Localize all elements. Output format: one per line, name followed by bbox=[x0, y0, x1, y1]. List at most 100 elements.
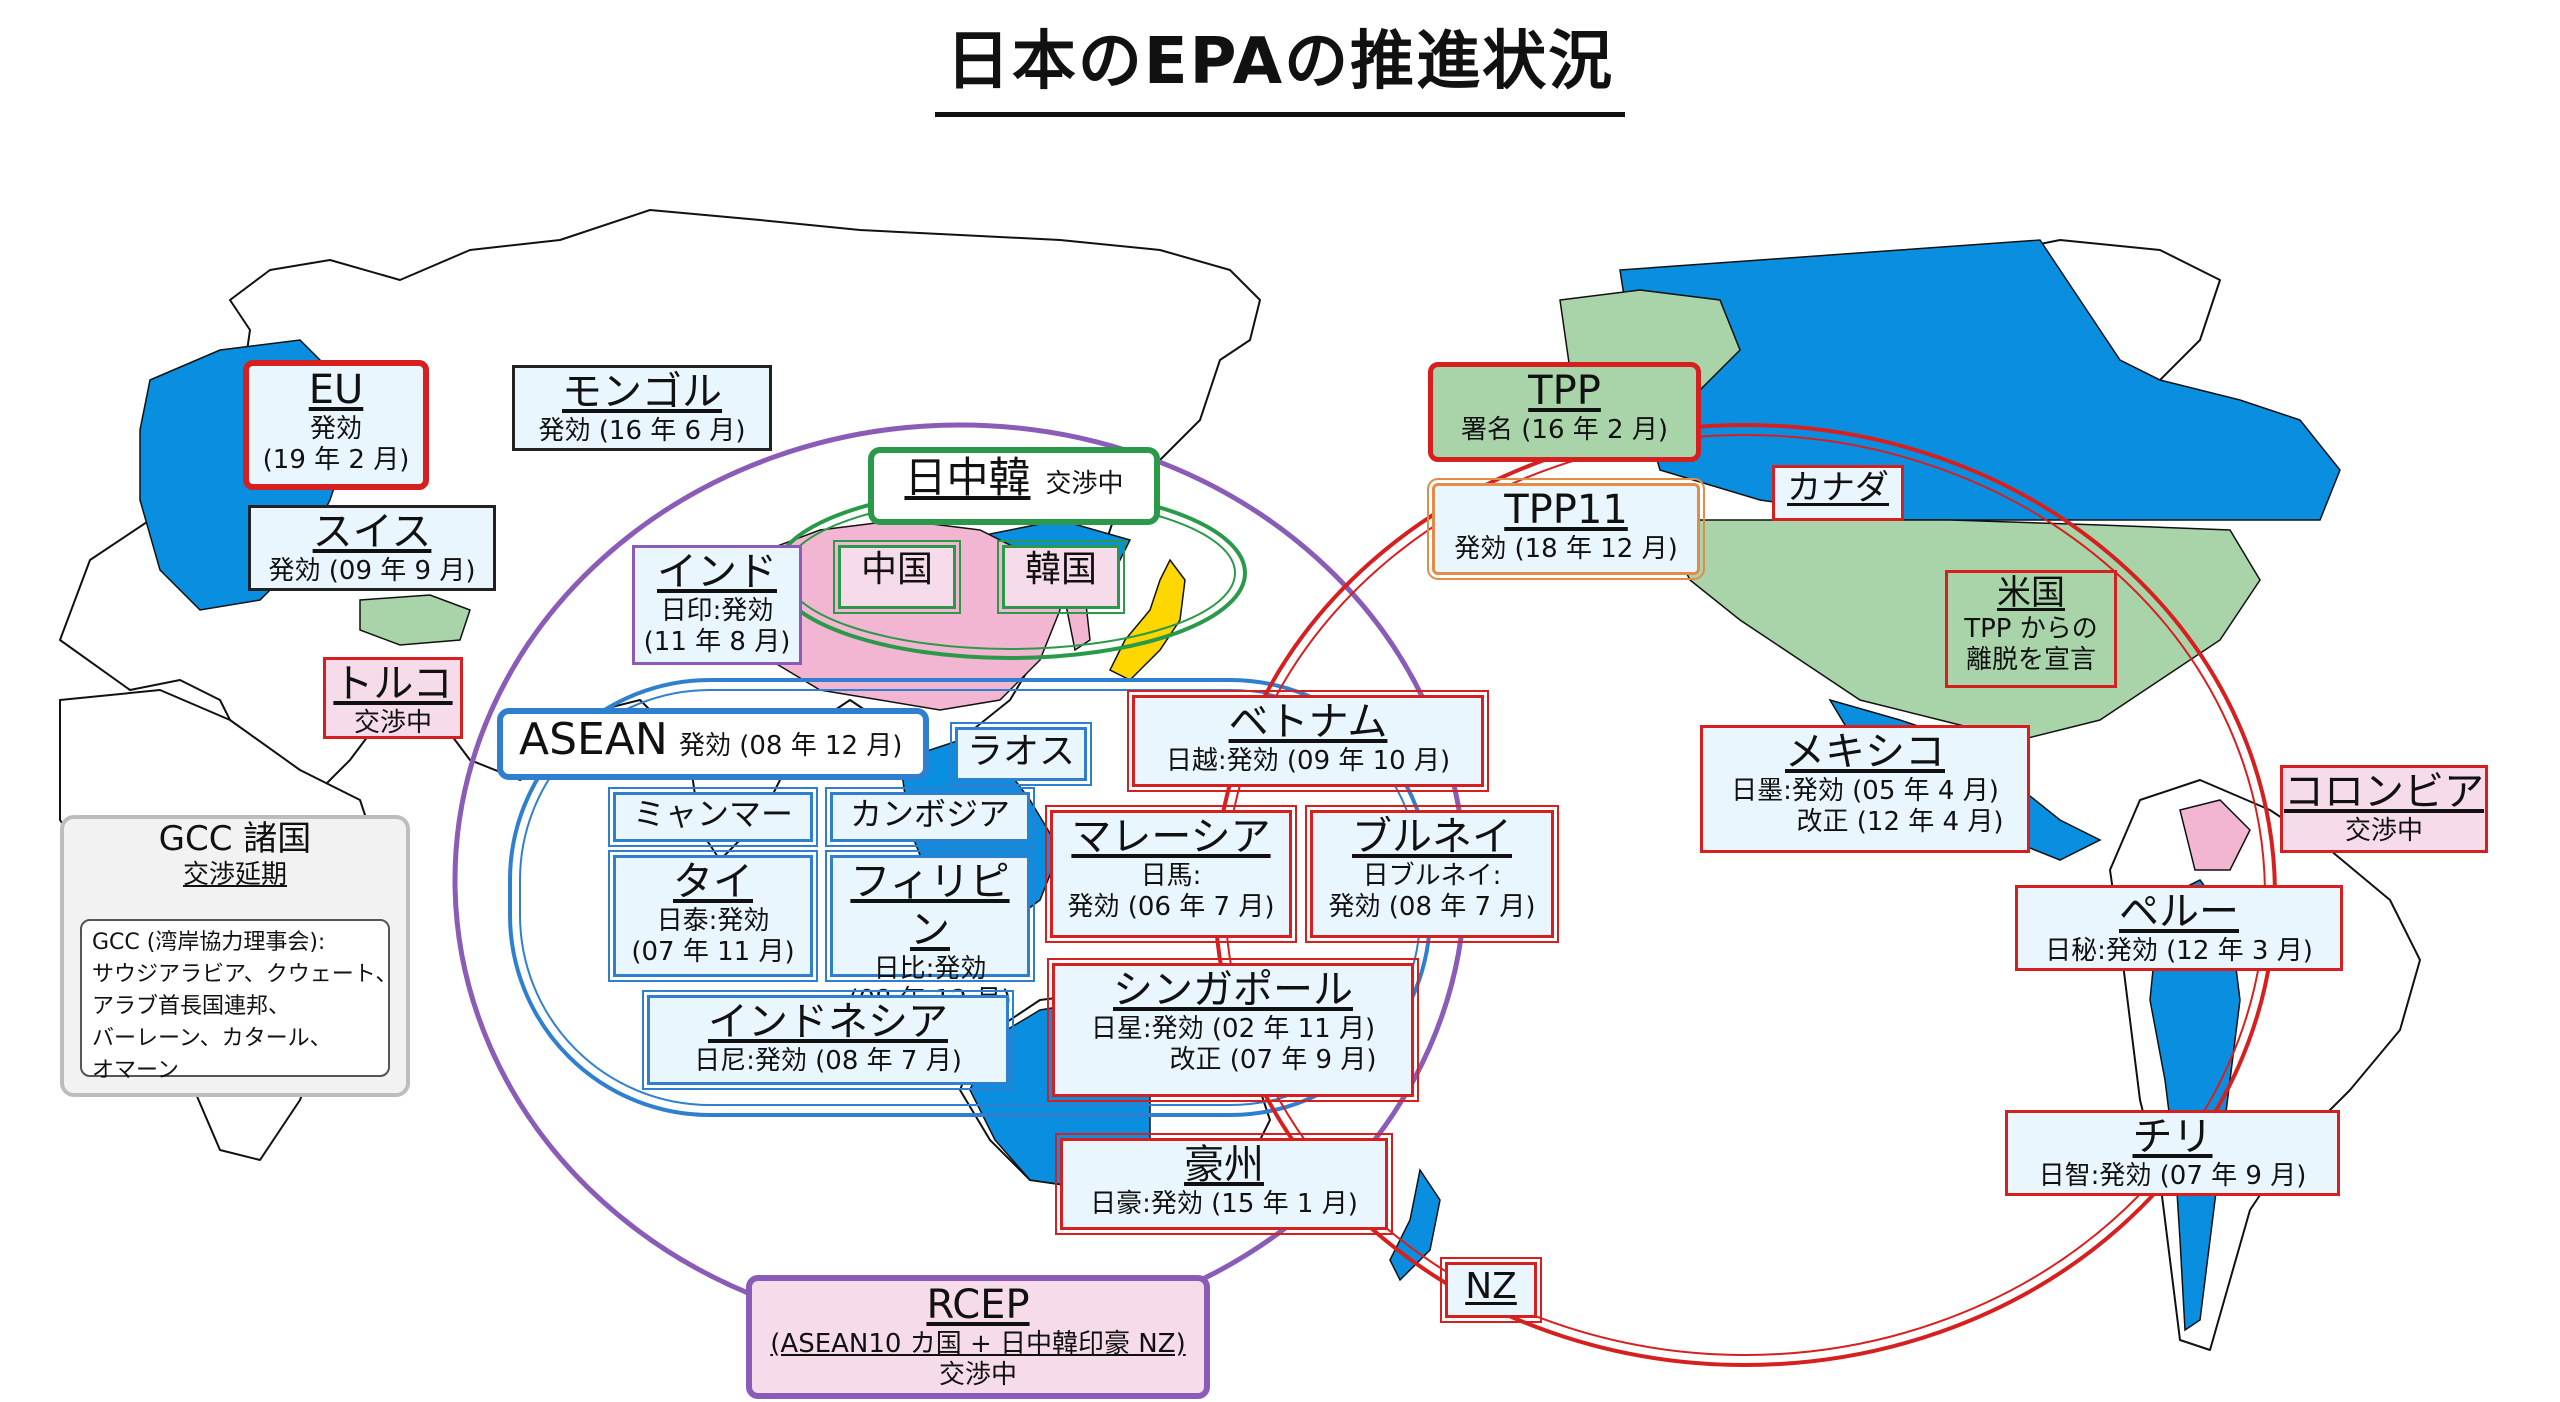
colombia-name: コロンビア bbox=[2284, 769, 2484, 815]
thailand-status: 日泰:発効 bbox=[656, 906, 770, 936]
india-date: (11 年 8 月) bbox=[643, 627, 791, 658]
label-india: インド 日印:発効 (11 年 8 月) bbox=[632, 545, 802, 665]
singapore-name: シンガポール bbox=[1113, 967, 1353, 1013]
philippines-status: 日比:発効 bbox=[873, 954, 987, 984]
tpp-name: TPP bbox=[1528, 368, 1601, 414]
label-cambodia: カンボジア bbox=[825, 787, 1035, 847]
rcep-status: 交渉中 bbox=[938, 1360, 1017, 1391]
gcc-line-5: オマーン bbox=[92, 1057, 179, 1083]
label-brunei: ブルネイ 日ブルネイ: 発効 (08 年 7 月) bbox=[1305, 805, 1559, 943]
label-indonesia: インドネシア 日尼:発効 (08 年 7 月) bbox=[642, 990, 1014, 1090]
label-swiss: スイス 発効 (09 年 9 月) bbox=[248, 505, 496, 591]
thailand-date: (07 年 11 月) bbox=[631, 937, 795, 968]
colombia-region bbox=[2179, 799, 2251, 871]
rcep-detail: (ASEAN10 カ国 + 日中韓印豪 NZ) bbox=[770, 1329, 1186, 1359]
turkey-status: 交渉中 bbox=[353, 708, 432, 738]
label-eu: EU 発効 (19 年 2 月) bbox=[243, 360, 429, 490]
philippines-name: フィリピン bbox=[850, 859, 1010, 953]
label-malaysia: マレーシア 日馬: 発効 (06 年 7 月) bbox=[1045, 805, 1297, 943]
label-canada: カナダ bbox=[1772, 465, 1904, 521]
singapore-status: 日星:発効 (02 年 11 月) bbox=[1090, 1014, 1376, 1044]
china-name: 中国 bbox=[860, 549, 933, 590]
label-thailand: タイ 日泰:発効 (07 年 11 月) bbox=[608, 850, 818, 982]
label-rcep: RCEP (ASEAN10 カ国 + 日中韓印豪 NZ) 交渉中 bbox=[746, 1275, 1210, 1399]
mexico-status: 日墨:発効 (05 年 4 月) bbox=[1731, 776, 1999, 806]
label-peru: ペルー 日秘:発効 (12 年 3 月) bbox=[2015, 885, 2343, 971]
turkey-region bbox=[359, 594, 471, 646]
label-laos: ラオス bbox=[950, 722, 1092, 786]
asean-status: 発効 (08 年 12 月) bbox=[678, 731, 903, 761]
label-nz: NZ bbox=[1440, 1257, 1542, 1323]
korea-name: 韓国 bbox=[1024, 549, 1097, 590]
label-korea: 韓国 bbox=[997, 540, 1125, 614]
mexico-revised: 改正 (12 年 4 月) bbox=[1796, 807, 2004, 838]
label-singapore: シンガポール 日星:発効 (02 年 11 月) 改正 (07 年 9 月) bbox=[1047, 958, 1419, 1102]
nz-name: NZ bbox=[1465, 1266, 1517, 1307]
label-cjk: 日中韓 交渉中 bbox=[868, 447, 1160, 525]
india-name: インド bbox=[657, 549, 777, 595]
indonesia-name: インドネシア bbox=[708, 999, 948, 1045]
asean-name: ASEAN bbox=[519, 714, 668, 765]
gcc-line-2: サウジアラビア、クウェート、 bbox=[92, 961, 398, 987]
label-vietnam: ベトナム 日越:発効 (09 年 10 月) bbox=[1127, 690, 1489, 792]
page-title: 日本のEPAの推進状況 bbox=[945, 25, 1615, 99]
usa-line-1: TPP からの bbox=[1964, 613, 2098, 644]
brunei-name: ブルネイ bbox=[1352, 814, 1512, 860]
turkey-name: トルコ bbox=[333, 661, 453, 707]
rcep-name: RCEP bbox=[926, 1282, 1030, 1328]
usa-line-2: 離脱を宣言 bbox=[1965, 644, 2096, 675]
japan-region bbox=[1108, 558, 1186, 681]
mongolia-status: 発効 (16 年 6 月) bbox=[538, 416, 746, 446]
south-america-landmass bbox=[2109, 779, 2421, 1351]
singapore-revised: 改正 (07 年 9 月) bbox=[1169, 1045, 1377, 1076]
malaysia-status: 日馬: bbox=[1140, 861, 1202, 891]
tpp-status: 署名 (16 年 2 月) bbox=[1461, 415, 1668, 445]
eu-name: EU bbox=[308, 367, 364, 413]
australia-name: 豪州 bbox=[1184, 1142, 1264, 1188]
brunei-date: 発効 (08 年 7 月) bbox=[1328, 892, 1536, 923]
tpp11-status: 発効 (18 年 12 月) bbox=[1454, 534, 1678, 564]
malaysia-date: 発効 (06 年 7 月) bbox=[1067, 892, 1275, 923]
laos-name: ラオス bbox=[966, 731, 1075, 772]
gcc-status: 交渉延期 bbox=[182, 859, 287, 890]
peru-name: ペルー bbox=[2119, 889, 2239, 935]
cjk-status: 交渉中 bbox=[1045, 469, 1124, 499]
canada-region bbox=[1619, 239, 2341, 521]
mongolia-name: モンゴル bbox=[562, 369, 722, 415]
label-colombia: コロンビア 交渉中 bbox=[2280, 765, 2488, 853]
peru-status: 日秘:発効 (12 年 3 月) bbox=[2045, 936, 2313, 966]
tpp11-name: TPP11 bbox=[1504, 487, 1628, 533]
gcc-line-4: バーレーン、カタール、 bbox=[92, 1025, 332, 1051]
gcc-members-box: GCC (湾岸協力理事会): サウジアラビア、クウェート、 アラブ首長国連邦、 … bbox=[80, 919, 398, 1083]
label-mexico: メキシコ 日墨:発効 (05 年 4 月) 改正 (12 年 4 月) bbox=[1700, 725, 2030, 853]
title-underline bbox=[935, 112, 1625, 117]
label-usa: 米国 TPP からの 離脱を宣言 bbox=[1945, 570, 2117, 688]
australia-status: 日豪:発効 (15 年 1 月) bbox=[1090, 1189, 1358, 1219]
brunei-status: 日ブルネイ: bbox=[1362, 861, 1502, 891]
label-australia: 豪州 日豪:発効 (15 年 1 月) bbox=[1055, 1133, 1393, 1235]
label-gcc: GCC 諸国 交渉延期 GCC (湾岸協力理事会): サウジアラビア、クウェート… bbox=[60, 815, 410, 1097]
label-myanmar: ミャンマー bbox=[608, 787, 818, 847]
label-china: 中国 bbox=[833, 540, 961, 614]
cjk-name: 日中韓 bbox=[904, 453, 1031, 502]
label-mongolia: モンゴル 発効 (16 年 6 月) bbox=[512, 365, 772, 451]
label-asean: ASEAN 発効 (08 年 12 月) bbox=[497, 708, 929, 780]
malaysia-name: マレーシア bbox=[1071, 814, 1271, 860]
gcc-name: GCC 諸国 bbox=[158, 819, 312, 859]
indonesia-status: 日尼:発効 (08 年 7 月) bbox=[694, 1046, 962, 1076]
myanmar-name: ミャンマー bbox=[632, 795, 793, 833]
cambodia-name: カンボジア bbox=[849, 795, 1010, 833]
canada-name: カナダ bbox=[1787, 468, 1889, 508]
label-philippines: フィリピン 日比:発効 (08 年 12 月) bbox=[825, 850, 1035, 1015]
label-turkey: トルコ 交渉中 bbox=[323, 657, 463, 739]
label-tpp: TPP 署名 (16 年 2 月) bbox=[1428, 362, 1701, 462]
usa-name: 米国 bbox=[1997, 573, 2065, 613]
swiss-name: スイス bbox=[312, 509, 432, 555]
vietnam-name: ベトナム bbox=[1228, 699, 1388, 745]
label-chile: チリ 日智:発効 (07 年 9 月) bbox=[2005, 1110, 2340, 1196]
colombia-status: 交渉中 bbox=[2344, 816, 2423, 846]
eu-date: (19 年 2 月) bbox=[262, 445, 410, 476]
gcc-line-3: アラブ首長国連邦、 bbox=[92, 993, 291, 1019]
chile-status: 日智:発効 (07 年 9 月) bbox=[2038, 1161, 2307, 1191]
